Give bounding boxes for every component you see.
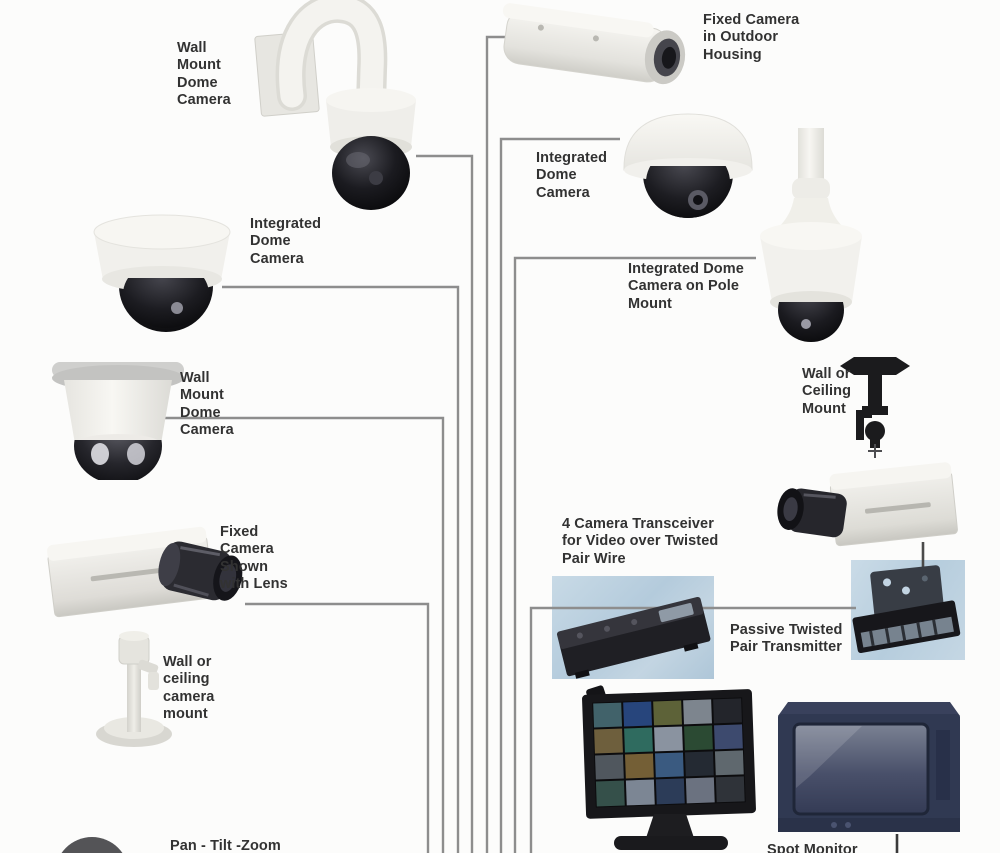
integrated-dome-camera-pole-mount-illustration (760, 128, 862, 342)
cable-wall-mount-dome-left (165, 416, 445, 853)
camera-grid-view (593, 698, 745, 807)
fixed-camera-with-lens-illustration (47, 526, 243, 618)
integrated-dome-camera-left-illustration (93, 214, 231, 332)
crt-screen (792, 722, 930, 816)
label-integrated-dome-camera-pole-mount: Integrated Dome Camera on Pole Mount (628, 261, 744, 312)
cable-integrated-dome-center (499, 137, 620, 853)
cable-wall-mount-dome-top (416, 154, 474, 853)
cable-fixed-camera-lens (245, 602, 430, 853)
label-fixed-camera-with-lens: Fixed Camera Shown with Lens (220, 524, 288, 593)
multiplexer-lcd-monitor-illustration (582, 685, 756, 850)
transceiver-chassis (559, 608, 711, 677)
dome-lens (693, 195, 703, 205)
passive-twisted-pair-transmitter-illustration (852, 565, 961, 654)
housing-visor (502, 3, 654, 38)
dome-body (64, 380, 172, 444)
mount-stem (127, 658, 141, 732)
crt-top (778, 702, 960, 716)
wall-mount-dome-camera-top-illustration (254, 0, 416, 210)
label-pan-tilt-zoom: Pan - Tilt -Zoom (170, 838, 281, 853)
cable-pole-mount-dome (513, 256, 756, 853)
ptz-dome-partial-illustration (55, 837, 129, 853)
cable-outdoor-housing (485, 35, 523, 853)
label-four-camera-transceiver: 4 Camera Transceiver for Video over Twis… (562, 516, 719, 567)
label-integrated-dome-camera-center: Integrated Dome Camera (536, 150, 608, 201)
dome-cap (623, 113, 753, 171)
label-wall-mount-dome-camera-left: Wall Mount Dome Camera (180, 370, 234, 439)
monitor-base (614, 836, 728, 850)
mount-pole (798, 128, 824, 186)
crt-control-strip (778, 818, 960, 832)
label-spot-monitor: Spot Monitor (767, 842, 858, 853)
label-integrated-dome-camera-left: Integrated Dome Camera (250, 216, 322, 267)
four-camera-transceiver-illustration (556, 596, 711, 679)
label-fixed-camera-outdoor-housing: Fixed Camera in Outdoor Housing (703, 12, 800, 63)
dome-lens (369, 171, 383, 185)
dome-lens (801, 319, 811, 329)
fixed-camera-outdoor-housing-illustration (502, 3, 686, 85)
camera-pedestal-mount-illustration (96, 631, 172, 747)
wall-mount-dome-camera-left-illustration (52, 362, 184, 480)
dome-lens (171, 302, 183, 314)
wall-ceiling-mount-bracket-illustration (840, 357, 910, 458)
fixed-camera-right-illustration (777, 462, 958, 547)
cable-transceiver-transmitter (529, 606, 856, 853)
integrated-dome-camera-center-illustration (623, 113, 753, 218)
camera-housing (326, 100, 416, 147)
dome-bubble (778, 302, 844, 342)
label-wall-ceiling-camera-mount: Wall or ceiling camera mount (163, 654, 215, 723)
monitor-stand (646, 814, 694, 838)
label-passive-twisted-pair-transmitter: Passive Twisted Pair Transmitter (730, 622, 843, 656)
dome-bubble (332, 136, 410, 210)
dome-body (760, 236, 862, 302)
label-wall-mount-dome-camera-top: Wall Mount Dome Camera (177, 40, 231, 109)
spot-monitor-crt-illustration (778, 702, 960, 832)
label-wall-ceiling-mount: Wall or Ceiling Mount (802, 366, 852, 417)
mount-top-bar (840, 357, 910, 375)
cable-integrated-dome-left (222, 285, 460, 853)
